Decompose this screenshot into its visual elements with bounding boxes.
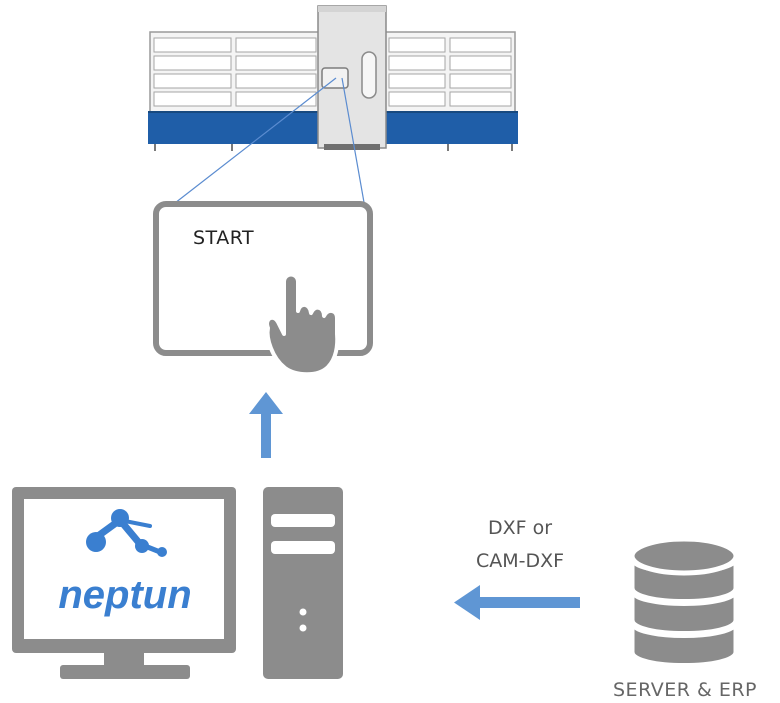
- start-label: START: [193, 227, 254, 249]
- neptun-wordmark: neptun: [58, 573, 191, 617]
- server-database-icon: [629, 536, 739, 668]
- machine-right-rack: [384, 31, 516, 113]
- machine-door-handle: [361, 51, 377, 99]
- machine-feet: [154, 144, 513, 151]
- pointing-hand-icon: [265, 272, 340, 377]
- upload-arrow: [249, 392, 283, 458]
- server-label: SERVER & ERP: [613, 679, 757, 701]
- zoom-lines: [165, 77, 366, 211]
- machine-central-tower: [317, 5, 387, 150]
- transfer-arrow: [454, 585, 580, 620]
- glass-processing-machine: [148, 5, 518, 151]
- touch-panel: START: [153, 201, 373, 377]
- neptun-logo-icon: [86, 509, 167, 557]
- transfer-label-line2: CAM-DXF: [476, 550, 564, 572]
- transfer-label-line1: DXF or: [488, 517, 552, 539]
- machine-left-rack: [149, 31, 321, 113]
- monitor: neptun: [12, 487, 236, 679]
- pc-tower: [263, 487, 343, 679]
- machine-control-panel: [321, 67, 349, 89]
